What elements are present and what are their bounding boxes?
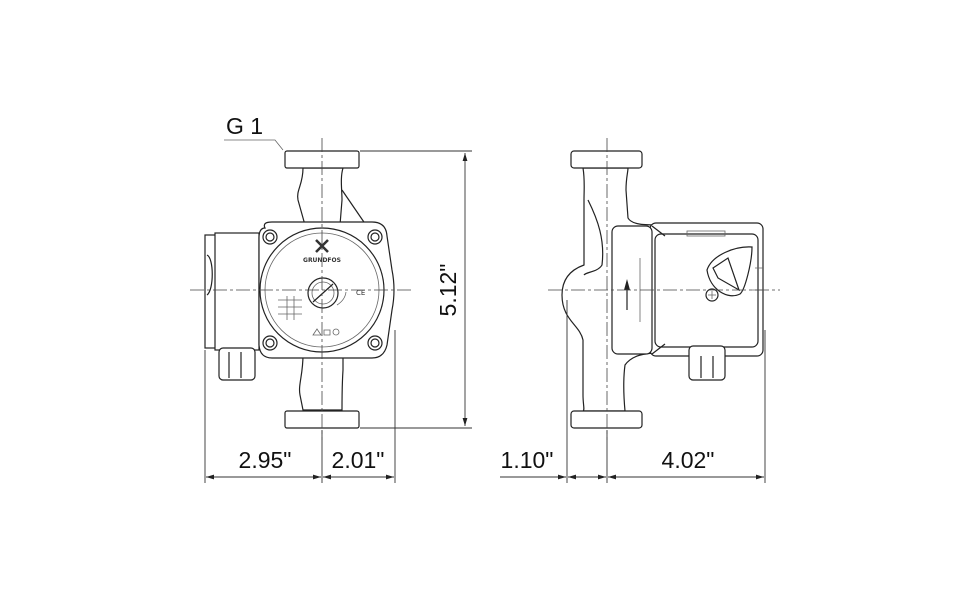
side-cable-gland [688,345,726,381]
side-view: 1.10" 4.02" [500,138,780,483]
cable-gland [218,347,256,381]
depth-dim-label: 4.02" [662,447,715,473]
side-bottom-flange [570,410,643,429]
thread-leader [224,139,284,151]
terminal-box [214,232,260,351]
thread-label: G 1 [226,113,263,139]
left-offset-dim-label: 1.10" [501,447,554,473]
side-top-flange [570,150,643,169]
left-width-dim-label: 2.95" [239,447,292,473]
vent-plug [307,277,339,309]
pipe-body [297,167,344,226]
front-view: GRUNDFOS CE G 1 5.12" 2.95" 2.01" [190,113,472,483]
grundfos-logo-icon [315,239,329,253]
ce-mark-icon: CE [356,289,365,297]
height-dim-label: 5.12" [435,264,461,317]
bolt-holes [262,229,383,351]
screw-icon [705,288,719,302]
right-width-dim-label: 2.01" [332,447,385,473]
warning-symbols-icon [312,328,331,336]
